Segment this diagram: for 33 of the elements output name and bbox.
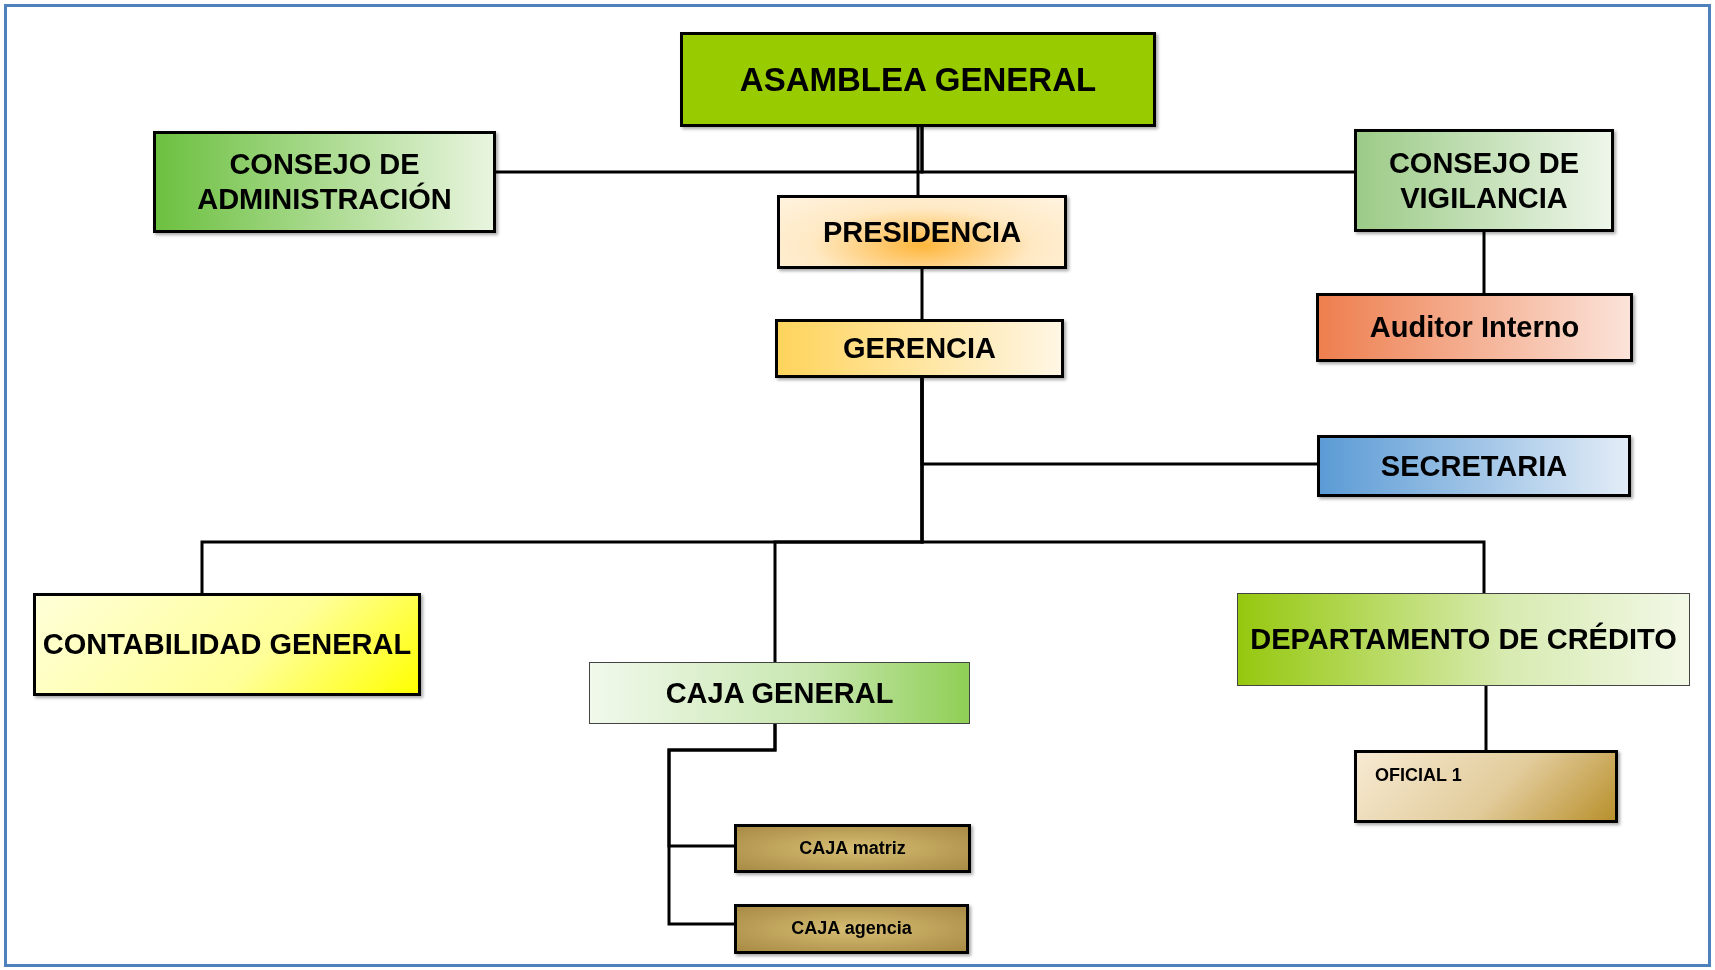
org-box bbox=[775, 319, 1064, 378]
org-box bbox=[777, 195, 1067, 269]
connector-line bbox=[920, 269, 924, 319]
box-label: CONSEJO DE ADMINISTRACIÓN bbox=[196, 147, 453, 217]
org-box bbox=[734, 824, 971, 873]
connector-line bbox=[1482, 232, 1486, 293]
org-box bbox=[1317, 435, 1631, 497]
org-box bbox=[153, 131, 496, 233]
org-box bbox=[33, 593, 421, 696]
org-box bbox=[589, 662, 970, 724]
org-box bbox=[1237, 593, 1690, 686]
box-label: Auditor Interno bbox=[1369, 310, 1580, 345]
org-box bbox=[680, 32, 1156, 127]
box-label: GERENCIA bbox=[842, 331, 997, 366]
box-label: CAJA agencia bbox=[791, 918, 912, 940]
org-box bbox=[1316, 293, 1633, 362]
box-label: CAJA matriz bbox=[799, 837, 906, 860]
org-box bbox=[734, 904, 969, 954]
connector-line bbox=[1484, 686, 1488, 750]
org-box bbox=[1354, 750, 1618, 823]
box-label: CAJA GENERAL bbox=[665, 675, 894, 711]
box-label: CONSEJO DE VIGILANCIA bbox=[1387, 145, 1581, 216]
box-label: ASAMBLEA GENERAL bbox=[739, 59, 1097, 100]
box-label: CONTABILIDAD GENERAL bbox=[42, 627, 412, 662]
connector-line bbox=[920, 127, 1354, 174]
box-label: SECRETARIA bbox=[1380, 448, 1568, 484]
org-box bbox=[1354, 129, 1614, 232]
box-label: DEPARTAMENTO DE CRÉDITO bbox=[1250, 622, 1677, 657]
box-label: PRESIDENCIA bbox=[822, 214, 1022, 250]
connector-line bbox=[667, 724, 777, 926]
box-label: OFICIAL 1 bbox=[1375, 765, 1462, 787]
connector-line bbox=[916, 127, 920, 195]
connector-line bbox=[920, 378, 1486, 593]
